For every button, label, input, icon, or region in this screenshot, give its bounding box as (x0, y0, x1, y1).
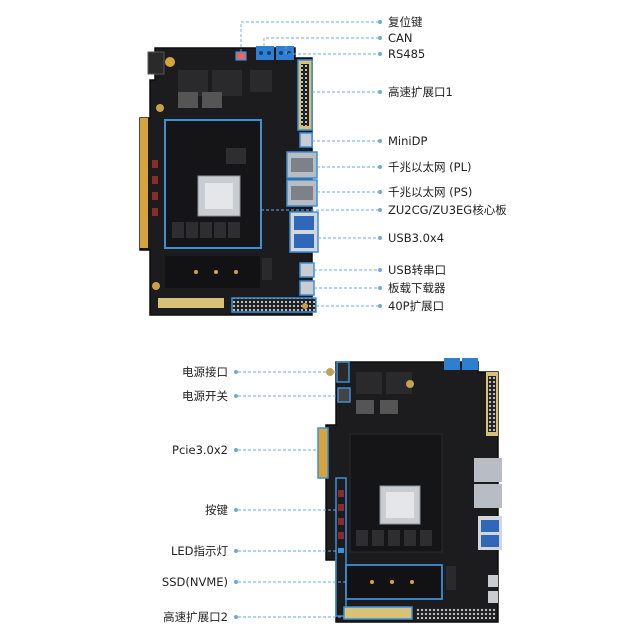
top-downloader (299, 280, 315, 296)
top-usb-uart (299, 262, 315, 278)
label-minidp: MiniDP (388, 134, 428, 148)
label-buttons: 按键 (205, 503, 228, 517)
top-power-jack (147, 51, 165, 75)
label-power-switch: 电源开关 (182, 389, 228, 403)
label-gbe-ps: 千兆以太网 (PS) (388, 185, 473, 199)
bottom-pcie-fingers (317, 427, 329, 479)
bottom-power-switch (337, 387, 351, 403)
label-ssd: SSD(NVME) (161, 575, 228, 589)
top-40p-header (231, 297, 317, 313)
label-power-jack: 电源接口 (182, 365, 228, 379)
label-hs-expansion-1: 高速扩展口1 (388, 85, 453, 99)
bottom-hs-connector-2 (343, 606, 413, 620)
top-can-terminal (256, 46, 274, 60)
top-board (139, 46, 319, 316)
bottom-board (317, 358, 502, 623)
top-leader-dots (378, 20, 382, 308)
label-onboard-downloader: 板载下载器 (388, 281, 446, 295)
label-usb3: USB3.0x4 (388, 231, 445, 245)
top-pcie-fingers (140, 118, 148, 248)
label-pcie: Pcie3.0x2 (172, 443, 228, 457)
label-reset-button: 复位键 (388, 15, 423, 29)
label-usb-uart: USB转串口 (388, 263, 447, 277)
label-40p-expansion: 40P扩展口 (388, 299, 445, 313)
label-gbe-pl: 千兆以太网 (PL) (388, 160, 472, 174)
label-hs-expansion-2: 高速扩展口2 (163, 610, 228, 624)
top-rs485-terminal (276, 46, 294, 60)
label-led: LED指示灯 (170, 544, 228, 558)
bottom-leader-lines (238, 371, 346, 618)
label-rs485: RS485 (388, 47, 426, 61)
label-can: CAN (388, 31, 413, 45)
bottom-leader-dots (234, 370, 238, 619)
top-reset-button (235, 51, 247, 61)
top-leader-lines (240, 21, 378, 307)
label-core-board: ZU2CG/ZU3EG核心板 (388, 203, 507, 217)
top-minidp (299, 132, 313, 148)
bottom-buttons-leds-highlight (335, 477, 347, 617)
bottom-power-jack (336, 361, 350, 383)
